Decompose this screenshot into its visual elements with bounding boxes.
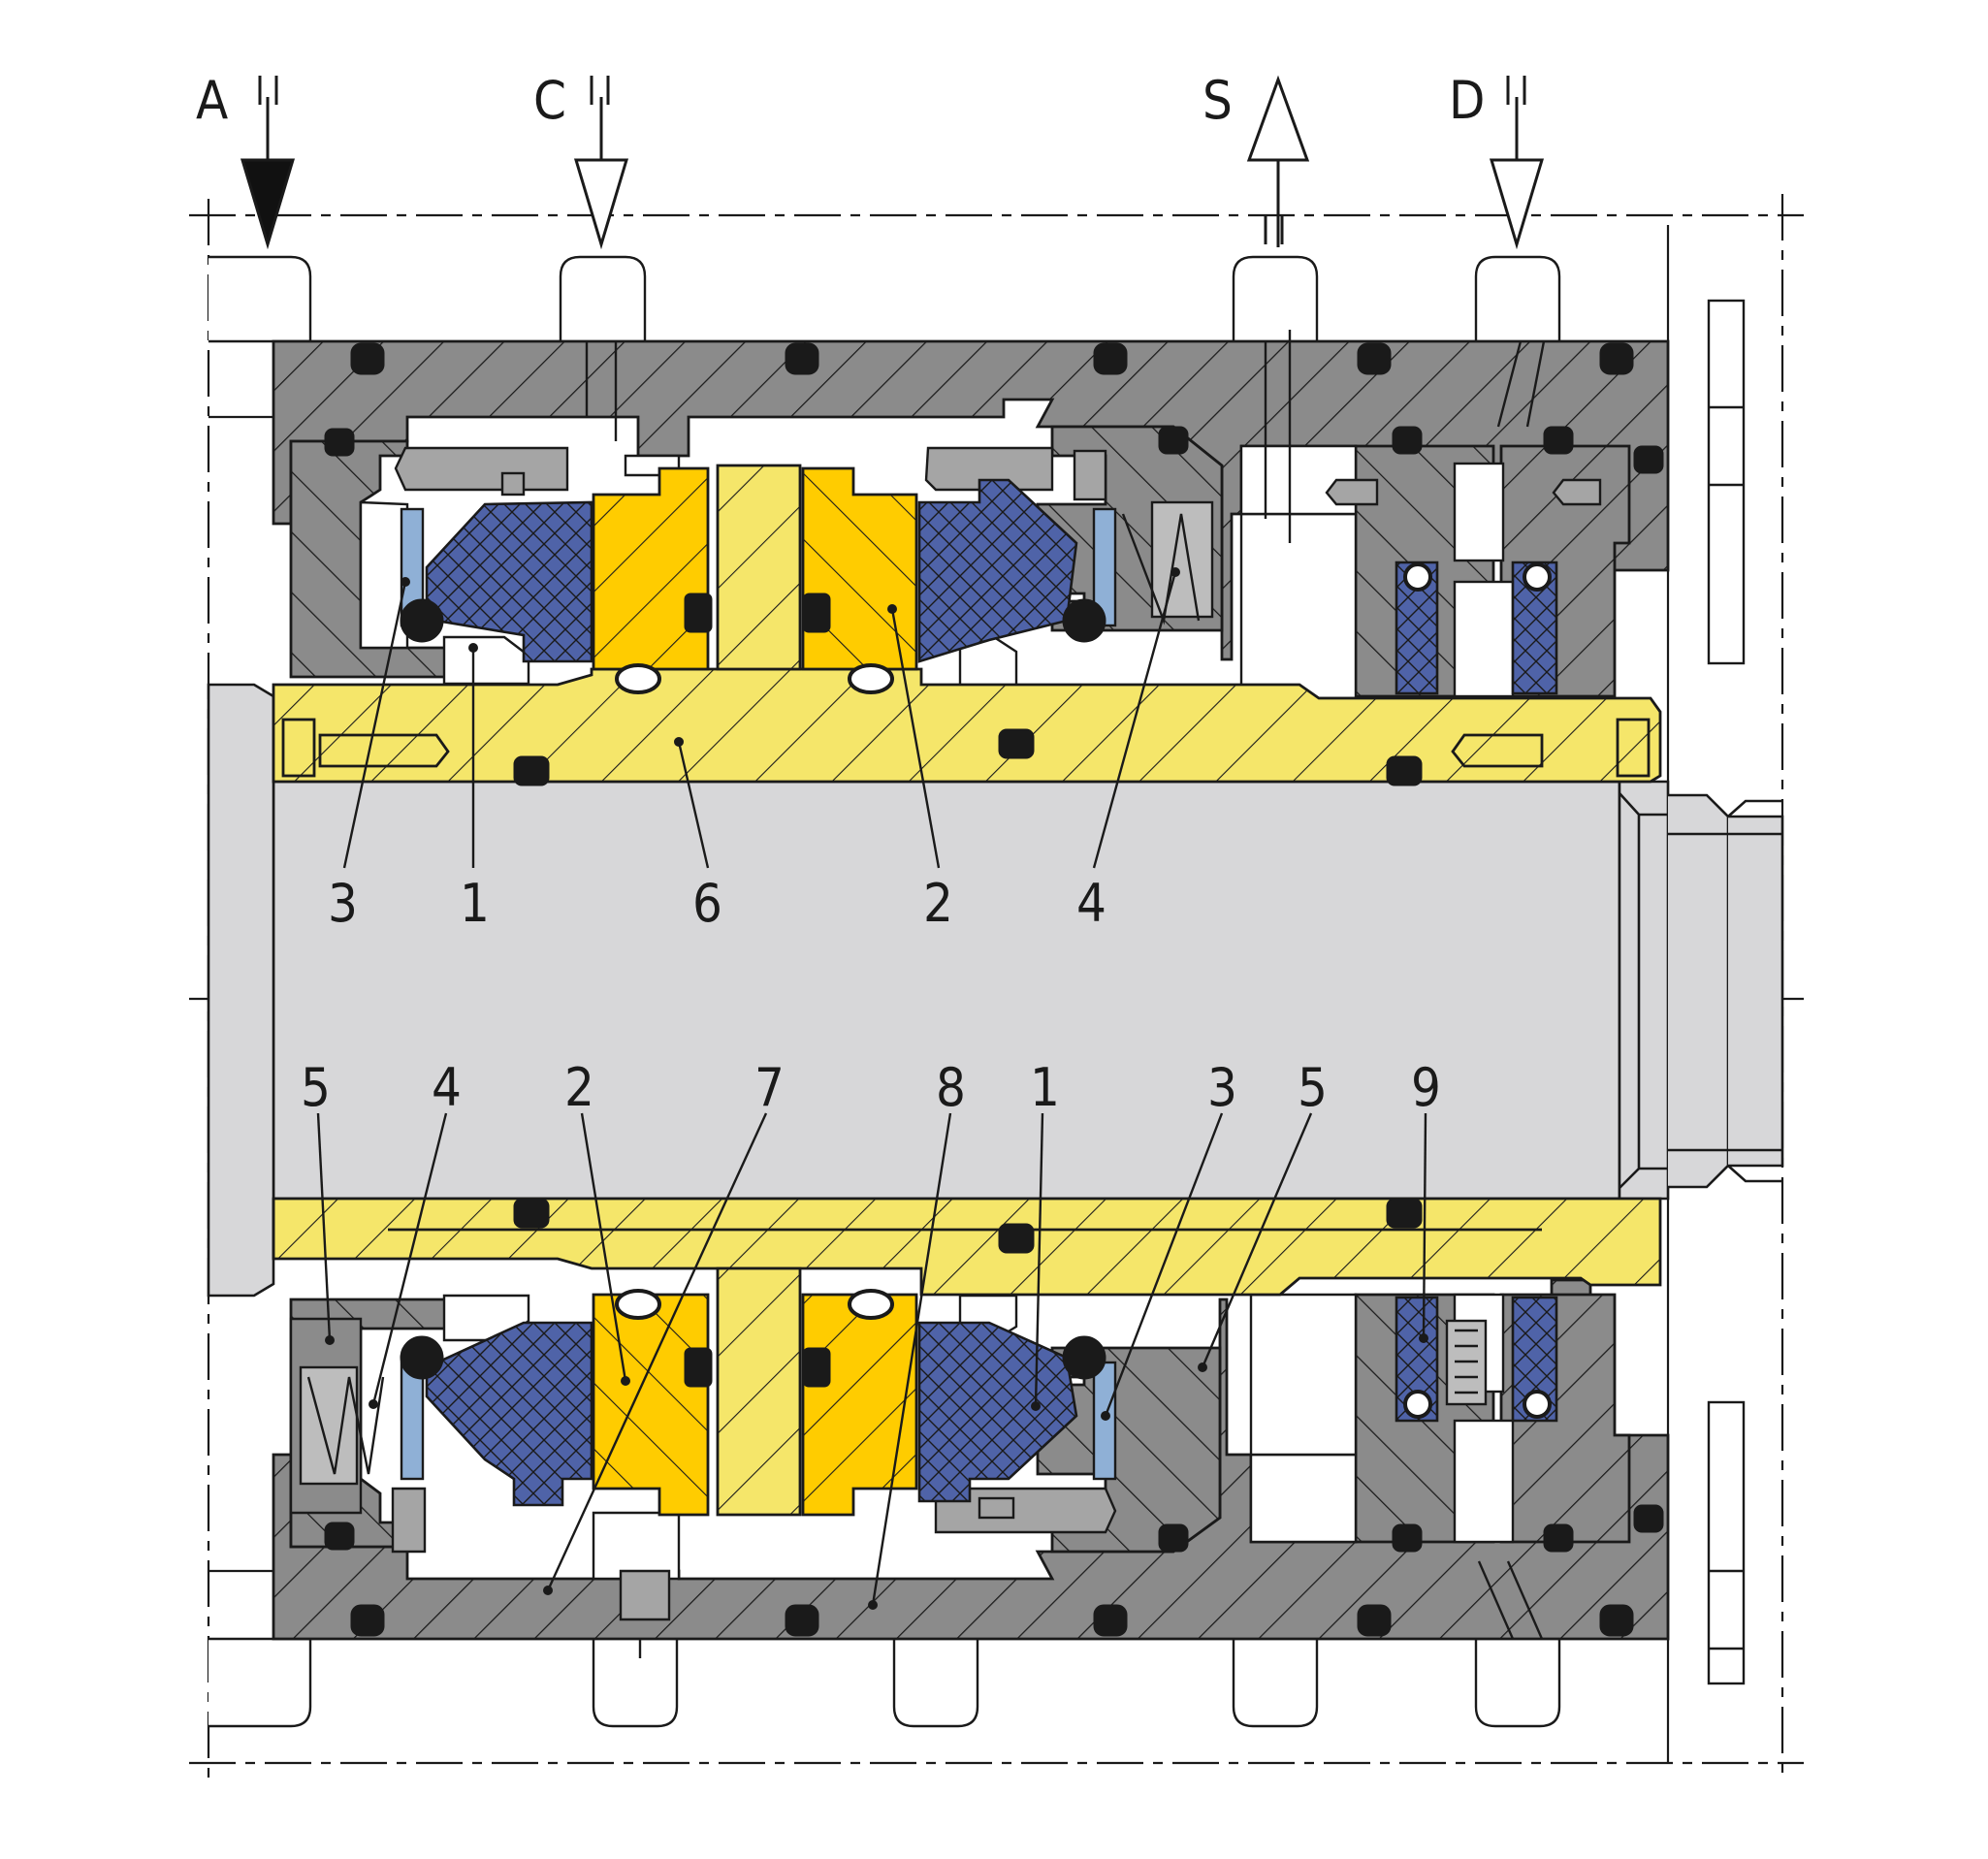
port-label-a: A bbox=[196, 70, 228, 131]
label-lower-4: 4 bbox=[432, 1057, 462, 1118]
lower-spring-left bbox=[289, 1317, 385, 1515]
upper-spring bbox=[1121, 500, 1214, 625]
label-lower-1: 1 bbox=[1030, 1057, 1060, 1118]
upper-seal-rings bbox=[592, 466, 918, 671]
lower-clips bbox=[400, 1361, 1117, 1481]
leader-dots bbox=[325, 567, 1428, 1610]
lower-pins bbox=[391, 1487, 1117, 1621]
gland-flange bbox=[1707, 299, 1746, 1685]
label-upper-2: 2 bbox=[923, 873, 953, 934]
port-label-d: D bbox=[1449, 70, 1485, 131]
upper-sleeve bbox=[272, 464, 1662, 784]
label-upper-3: 3 bbox=[328, 873, 358, 934]
upper-packings bbox=[425, 478, 1558, 695]
leader-lines bbox=[316, 571, 1427, 1606]
upper-pins bbox=[394, 446, 1602, 506]
shaft bbox=[207, 683, 1784, 1298]
lower-seal-rings bbox=[592, 1293, 918, 1517]
lower-spring-9 bbox=[1445, 1319, 1488, 1406]
label-lower-9: 9 bbox=[1411, 1057, 1441, 1118]
upper-clips bbox=[400, 507, 1117, 627]
upper-seat-orings bbox=[615, 562, 1552, 694]
lower-orings bbox=[324, 1198, 1664, 1637]
lower-part-labels: 5 4 2 7 8 1 3 5 9 bbox=[301, 1057, 1441, 1118]
label-upper-6: 6 bbox=[692, 873, 722, 934]
connection-bosses bbox=[208, 255, 1561, 1728]
label-lower-5b: 5 bbox=[1298, 1057, 1328, 1118]
upper-orings bbox=[324, 342, 1664, 786]
label-lower-5a: 5 bbox=[301, 1057, 331, 1118]
port-arrows bbox=[240, 75, 1545, 250]
lower-channels bbox=[638, 1560, 1544, 1658]
label-upper-1: 1 bbox=[460, 873, 490, 934]
label-lower-7: 7 bbox=[754, 1057, 785, 1118]
lower-seat-orings bbox=[615, 1289, 1552, 1419]
label-lower-8: 8 bbox=[936, 1057, 966, 1118]
lower-packings bbox=[425, 1296, 1558, 1507]
upper-cavities bbox=[359, 444, 1515, 700]
label-lower-2: 2 bbox=[564, 1057, 594, 1118]
port-labels: A C S D bbox=[196, 70, 1485, 131]
port-label-s: S bbox=[1202, 70, 1233, 131]
port-label-c: C bbox=[533, 70, 566, 131]
label-lower-3: 3 bbox=[1207, 1057, 1237, 1118]
upper-channels bbox=[585, 330, 1546, 543]
label-upper-4: 4 bbox=[1076, 873, 1106, 934]
upper-part-labels: 3 1 6 2 4 bbox=[328, 873, 1106, 934]
